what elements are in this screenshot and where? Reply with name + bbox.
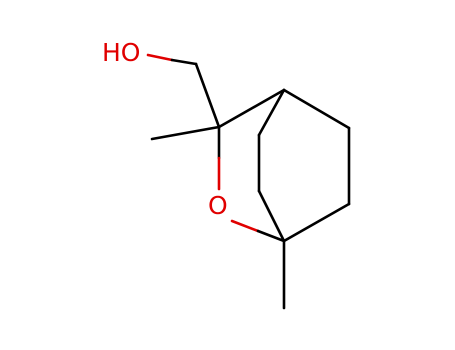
- bond-c3-methyl: [150, 125, 221, 141]
- bond-c6-c1: [282, 202, 351, 243]
- bond-o-c1-carbon-half: [256, 229, 286, 243]
- hydroxyl-label: HO: [102, 38, 140, 67]
- bond-oh-ch2-oxygen-half: [146, 53, 174, 62]
- ring-oxygen-label: O: [208, 191, 228, 220]
- bond-c8-c1: [257, 189, 286, 243]
- bond-c4-c5: [282, 88, 351, 130]
- bond-o-c1-oxygen-half: [230, 219, 260, 233]
- bond-c3-c4: [217, 88, 286, 129]
- bond-ch2-c3: [194, 62, 221, 129]
- bond-c4-c7: [257, 88, 286, 137]
- bond-oh-ch2-carbon-half: [170, 58, 198, 66]
